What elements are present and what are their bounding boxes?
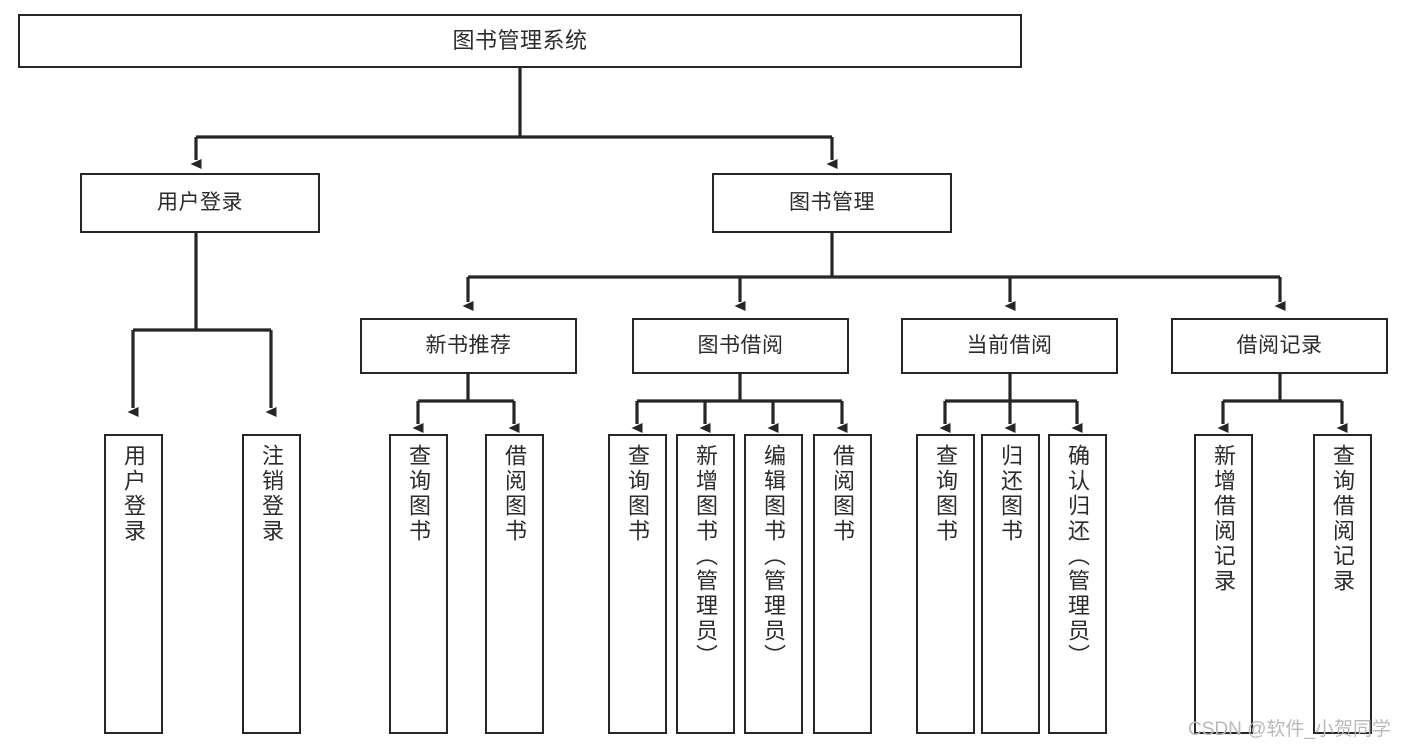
node-leaf-query-book-borrow[interactable]: 查询图书 — [608, 434, 667, 734]
node-label: 图书管理 — [789, 190, 875, 214]
node-label: 借阅记录 — [1236, 333, 1323, 357]
node-borrow-records[interactable]: 借阅记录 — [1171, 318, 1388, 374]
node-new-book-recommend[interactable]: 新书推荐 — [360, 318, 577, 374]
node-label: 用户登录 — [121, 444, 147, 544]
node-current-borrow[interactable]: 当前借阅 — [901, 318, 1118, 374]
node-leaf-edit-book-admin[interactable]: 编辑图书（管理员） — [744, 434, 803, 734]
node-leaf-add-borrow-record[interactable]: 新增借阅记录 — [1194, 434, 1253, 734]
node-leaf-query-book-current[interactable]: 查询图书 — [916, 434, 975, 734]
node-leaf-logout[interactable]: 注销登录 — [242, 434, 301, 734]
node-label: 图书借阅 — [697, 333, 784, 357]
node-label: 查询借阅记录 — [1330, 444, 1356, 594]
node-label: 新增图书（管理员） — [693, 444, 719, 669]
node-label: 编辑图书（管理员） — [761, 444, 787, 669]
node-label: 注销登录 — [259, 444, 285, 544]
node-leaf-borrow-book[interactable]: 借阅图书 — [813, 434, 872, 734]
node-leaf-query-book-recommend[interactable]: 查询图书 — [389, 434, 448, 734]
node-leaf-user-login[interactable]: 用户登录 — [104, 434, 163, 734]
node-label: 查询图书 — [625, 444, 651, 544]
node-label: 借阅图书 — [830, 444, 856, 544]
node-label: 新增借阅记录 — [1211, 444, 1237, 594]
watermark: CSDN @软件_小贺同学 — [1188, 719, 1391, 740]
node-label: 新书推荐 — [425, 333, 512, 357]
node-label: 用户登录 — [157, 190, 243, 214]
node-label: 查询图书 — [933, 444, 959, 544]
node-label: 确认归还（管理员） — [1065, 444, 1091, 669]
node-label: 当前借阅 — [966, 333, 1053, 357]
node-leaf-query-borrow-record[interactable]: 查询借阅记录 — [1313, 434, 1372, 734]
node-user-login[interactable]: 用户登录 — [80, 173, 320, 233]
node-label: 查询图书 — [406, 444, 432, 544]
node-leaf-borrow-book-recommend[interactable]: 借阅图书 — [485, 434, 544, 734]
node-book-management[interactable]: 图书管理 — [712, 173, 952, 233]
node-book-borrow[interactable]: 图书借阅 — [632, 318, 849, 374]
node-root-system[interactable]: 图书管理系统 — [18, 14, 1022, 68]
node-label: 图书管理系统 — [452, 28, 588, 54]
node-label: 借阅图书 — [502, 444, 528, 544]
node-leaf-confirm-return-admin[interactable]: 确认归还（管理员） — [1048, 434, 1107, 734]
node-label: 归还图书 — [998, 444, 1024, 544]
node-leaf-return-book[interactable]: 归还图书 — [981, 434, 1040, 734]
node-leaf-add-book-admin[interactable]: 新增图书（管理员） — [676, 434, 735, 734]
